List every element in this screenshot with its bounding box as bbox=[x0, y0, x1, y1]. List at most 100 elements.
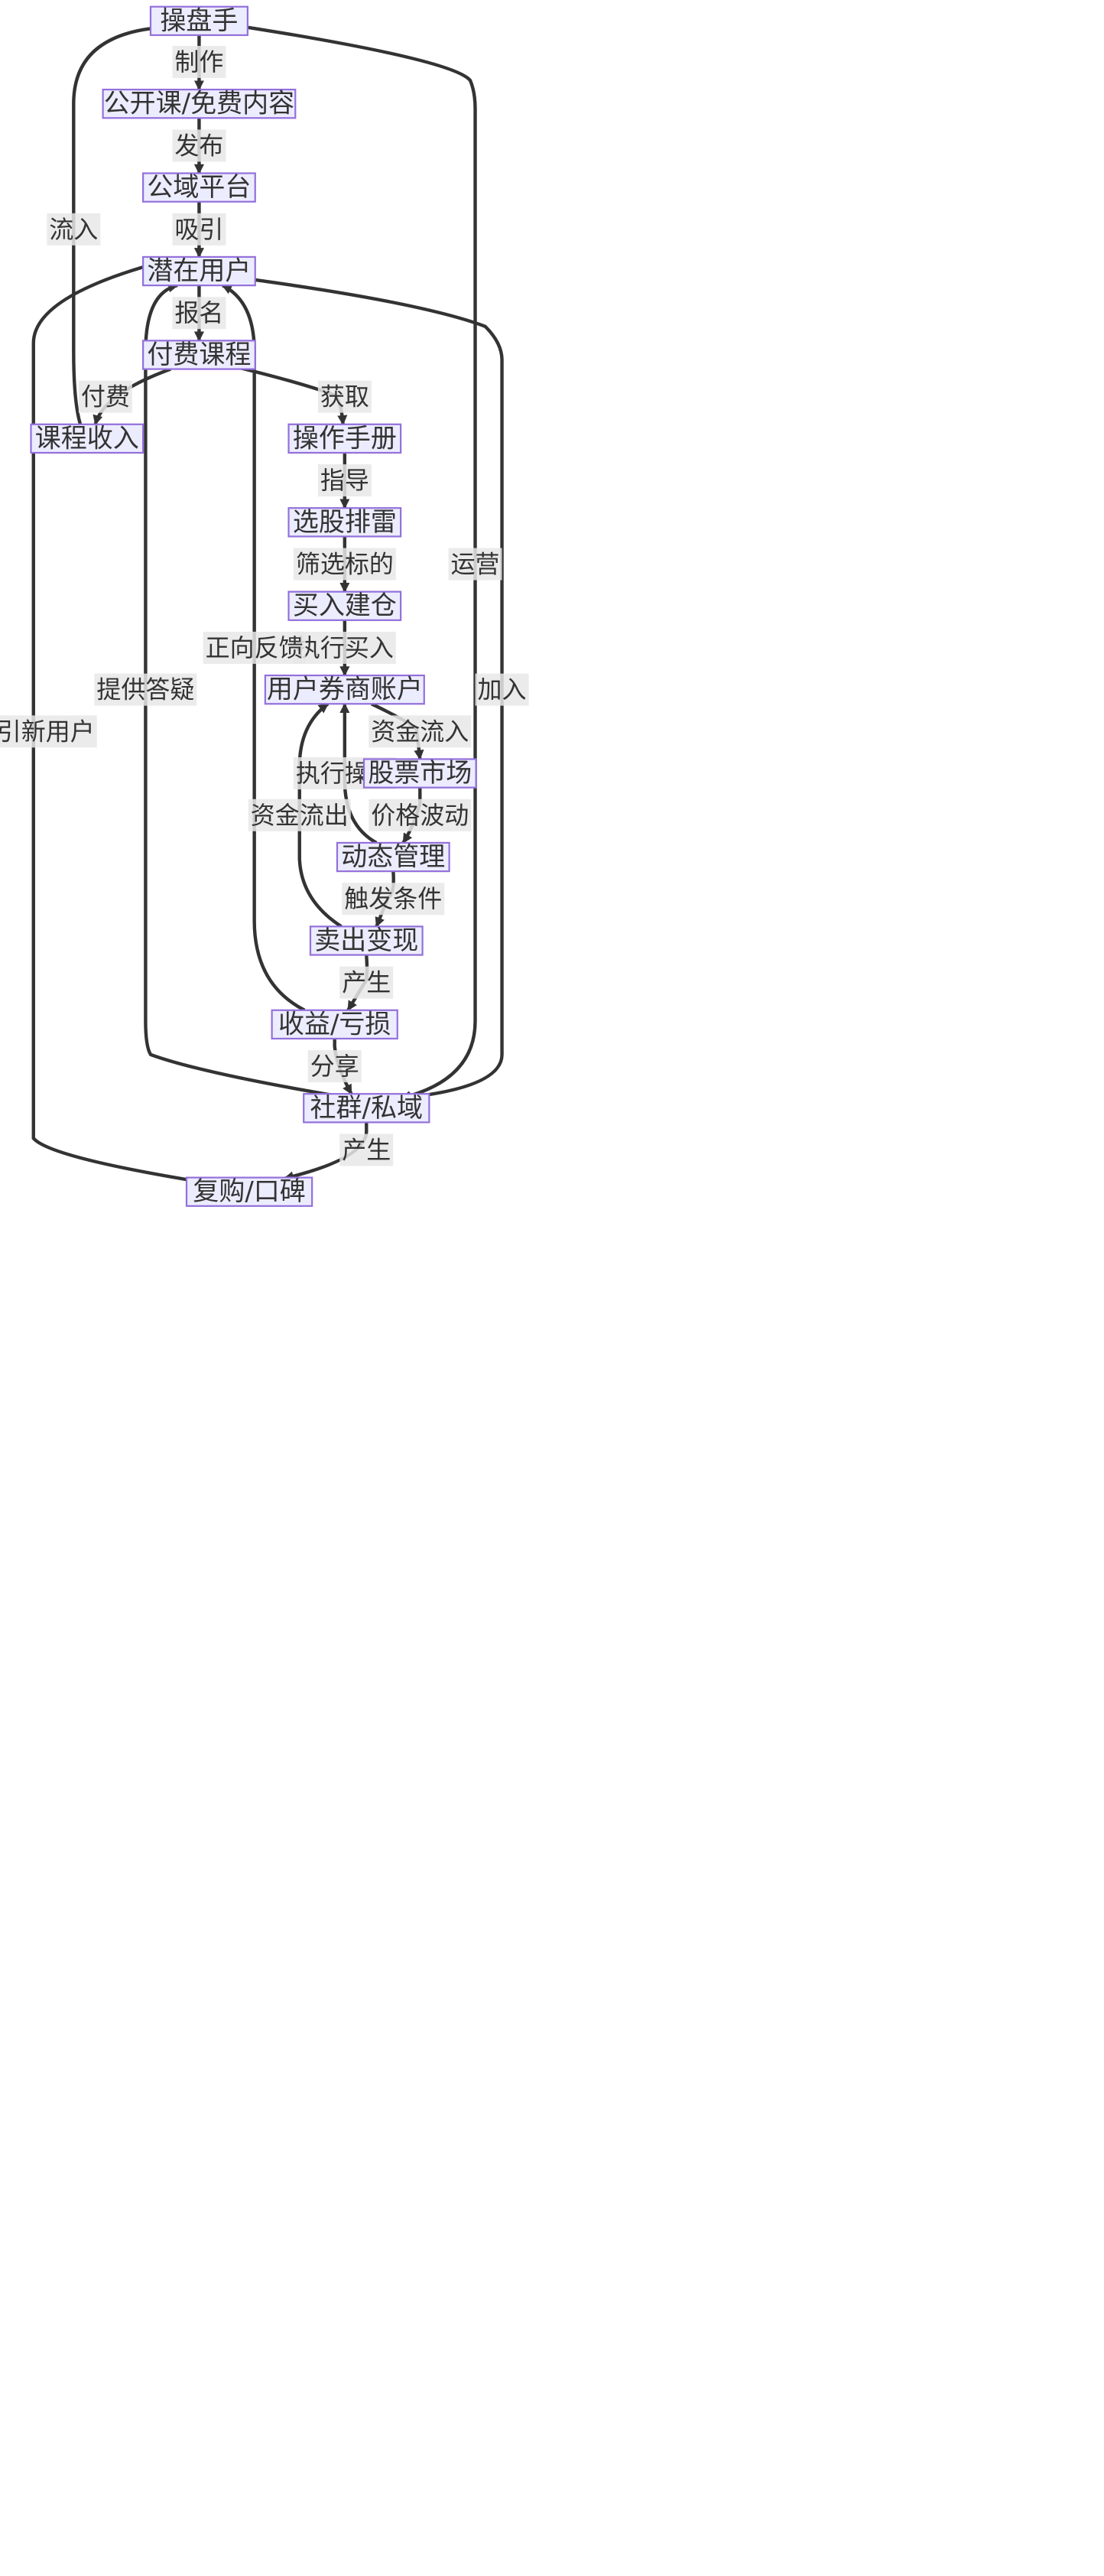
edge-label-market-to-dynamic: 价格波动 bbox=[369, 798, 472, 831]
edge-label-text: 指导 bbox=[320, 466, 369, 495]
edge-label-potential-to-paid: 报名 bbox=[172, 297, 226, 330]
node-buy: 买入建仓 bbox=[287, 590, 402, 621]
node-box bbox=[142, 172, 256, 203]
node-box bbox=[264, 674, 425, 705]
node-manual: 操作手册 bbox=[287, 423, 402, 454]
edge-label-text: 报名 bbox=[174, 298, 223, 327]
node-box bbox=[142, 255, 256, 287]
edge-label-text: 筛选标的 bbox=[296, 550, 394, 579]
node-box bbox=[287, 590, 402, 621]
node-box bbox=[142, 340, 256, 370]
edge-label-background bbox=[369, 798, 472, 831]
edge-label-background bbox=[94, 673, 197, 706]
edge-label-background bbox=[47, 213, 101, 246]
node-label: 买入建仓 bbox=[293, 590, 397, 621]
node-income: 课程收入 bbox=[30, 423, 144, 454]
edge-label-text: 执行买入 bbox=[296, 633, 394, 662]
node-label: 付费课程 bbox=[147, 340, 251, 370]
edge-label-background bbox=[0, 715, 97, 748]
edge-label-background bbox=[172, 297, 226, 330]
node-repurchase: 复购/口碑 bbox=[185, 1176, 313, 1207]
node-label: 公域平台 bbox=[147, 172, 251, 203]
edge-label-repurchase-to-potential: 吸引新用户 bbox=[0, 715, 97, 748]
edge-label-background bbox=[248, 798, 351, 831]
edge-trader-to-community bbox=[222, 24, 475, 1098]
edge-label-income-to-trader: 流入 bbox=[47, 213, 101, 246]
edge-label-background bbox=[475, 673, 529, 706]
edge-profit-to-potential bbox=[222, 285, 304, 1010]
edge-label-background bbox=[293, 631, 396, 664]
node-box bbox=[149, 5, 248, 37]
edge-label-background bbox=[339, 966, 394, 999]
node-box bbox=[102, 88, 297, 119]
node-label: 公开课/免费内容 bbox=[104, 89, 294, 119]
node-paid: 付费课程 bbox=[142, 340, 256, 370]
edge-label-background bbox=[172, 129, 226, 162]
edge-label-text: 获取 bbox=[320, 382, 369, 411]
edge-label-text: 价格波动 bbox=[371, 801, 469, 830]
edge-label-background bbox=[342, 883, 445, 916]
edge-label-text: 产生 bbox=[342, 968, 391, 997]
edge-label-trader-to-community: 运营 bbox=[448, 548, 502, 581]
edge-label-paid-to-manual: 获取 bbox=[317, 380, 372, 413]
edge-label-text: 提供答疑 bbox=[96, 675, 194, 704]
node-box bbox=[287, 423, 402, 454]
edge-community-to-potential bbox=[145, 285, 339, 1096]
edge-potential-to-community bbox=[228, 276, 502, 1103]
node-label: 卖出变现 bbox=[314, 925, 418, 956]
edge-label-profit-to-potential: 正向反馈 bbox=[203, 631, 306, 664]
edge-label-background bbox=[317, 380, 372, 413]
edge-label-community-to-repurchase: 产生 bbox=[339, 1134, 394, 1166]
edge-label-text: 吸引新用户 bbox=[0, 717, 95, 746]
edge-label-text: 正向反馈 bbox=[206, 633, 304, 662]
edge-label-text: 分享 bbox=[310, 1052, 359, 1081]
node-box bbox=[271, 1009, 398, 1040]
node-box bbox=[336, 841, 450, 873]
edge-label-paid-to-income: 付费 bbox=[78, 380, 132, 413]
edge-label-text: 发布 bbox=[174, 131, 223, 160]
node-dynamic: 动态管理 bbox=[336, 841, 450, 873]
node-label: 潜在用户 bbox=[147, 256, 251, 287]
edge-label-background bbox=[293, 548, 396, 581]
edge-label-account-to-market: 资金流入 bbox=[369, 715, 472, 748]
node-box bbox=[309, 925, 424, 956]
edge-label-text: 运营 bbox=[451, 550, 500, 579]
node-market: 股票市场 bbox=[362, 758, 477, 789]
edge-label-background bbox=[203, 631, 306, 664]
edge-label-text: 流入 bbox=[49, 215, 98, 244]
node-label: 复购/口碑 bbox=[193, 1176, 305, 1207]
edge-label-background bbox=[339, 1134, 394, 1166]
node-label: 动态管理 bbox=[341, 842, 445, 873]
edge-label-manual-to-select: 指导 bbox=[317, 464, 372, 497]
edge-label-text: 资金流入 bbox=[371, 717, 469, 746]
edge-label-public-to-potential: 吸引 bbox=[172, 213, 226, 246]
node-profit: 收益/亏损 bbox=[271, 1009, 398, 1040]
edge-label-text: 资金流出 bbox=[251, 801, 349, 830]
edge-label-text: 付费 bbox=[81, 382, 130, 411]
edge-sell-to-account bbox=[300, 704, 342, 926]
node-box bbox=[287, 507, 402, 538]
node-box bbox=[30, 423, 144, 454]
node-box bbox=[362, 758, 477, 789]
node-public: 公域平台 bbox=[142, 172, 256, 203]
edge-label-background bbox=[369, 715, 472, 748]
node-select: 选股排雷 bbox=[287, 507, 402, 538]
node-box bbox=[303, 1093, 430, 1124]
node-label: 用户券商账户 bbox=[267, 675, 423, 705]
node-potential: 潜在用户 bbox=[142, 255, 256, 287]
node-label: 选股排雷 bbox=[293, 507, 397, 538]
edge-label-profit-to-community: 分享 bbox=[307, 1050, 362, 1083]
edge-label-background bbox=[78, 380, 132, 413]
edge-label-background bbox=[172, 45, 226, 78]
node-box bbox=[185, 1176, 313, 1207]
edge-label-free-to-public: 发布 bbox=[172, 129, 226, 162]
edge-label-background bbox=[307, 1050, 362, 1083]
edge-label-sell-to-account: 资金流出 bbox=[248, 798, 351, 831]
edge-label-dynamic-to-sell: 触发条件 bbox=[342, 883, 445, 916]
edge-label-text: 产生 bbox=[342, 1135, 391, 1164]
node-free: 公开课/免费内容 bbox=[102, 88, 297, 119]
node-sell: 卖出变现 bbox=[309, 925, 424, 956]
edge-label-text: 加入 bbox=[478, 675, 527, 704]
edge-label-background bbox=[317, 464, 372, 497]
node-account: 用户券商账户 bbox=[264, 674, 425, 705]
